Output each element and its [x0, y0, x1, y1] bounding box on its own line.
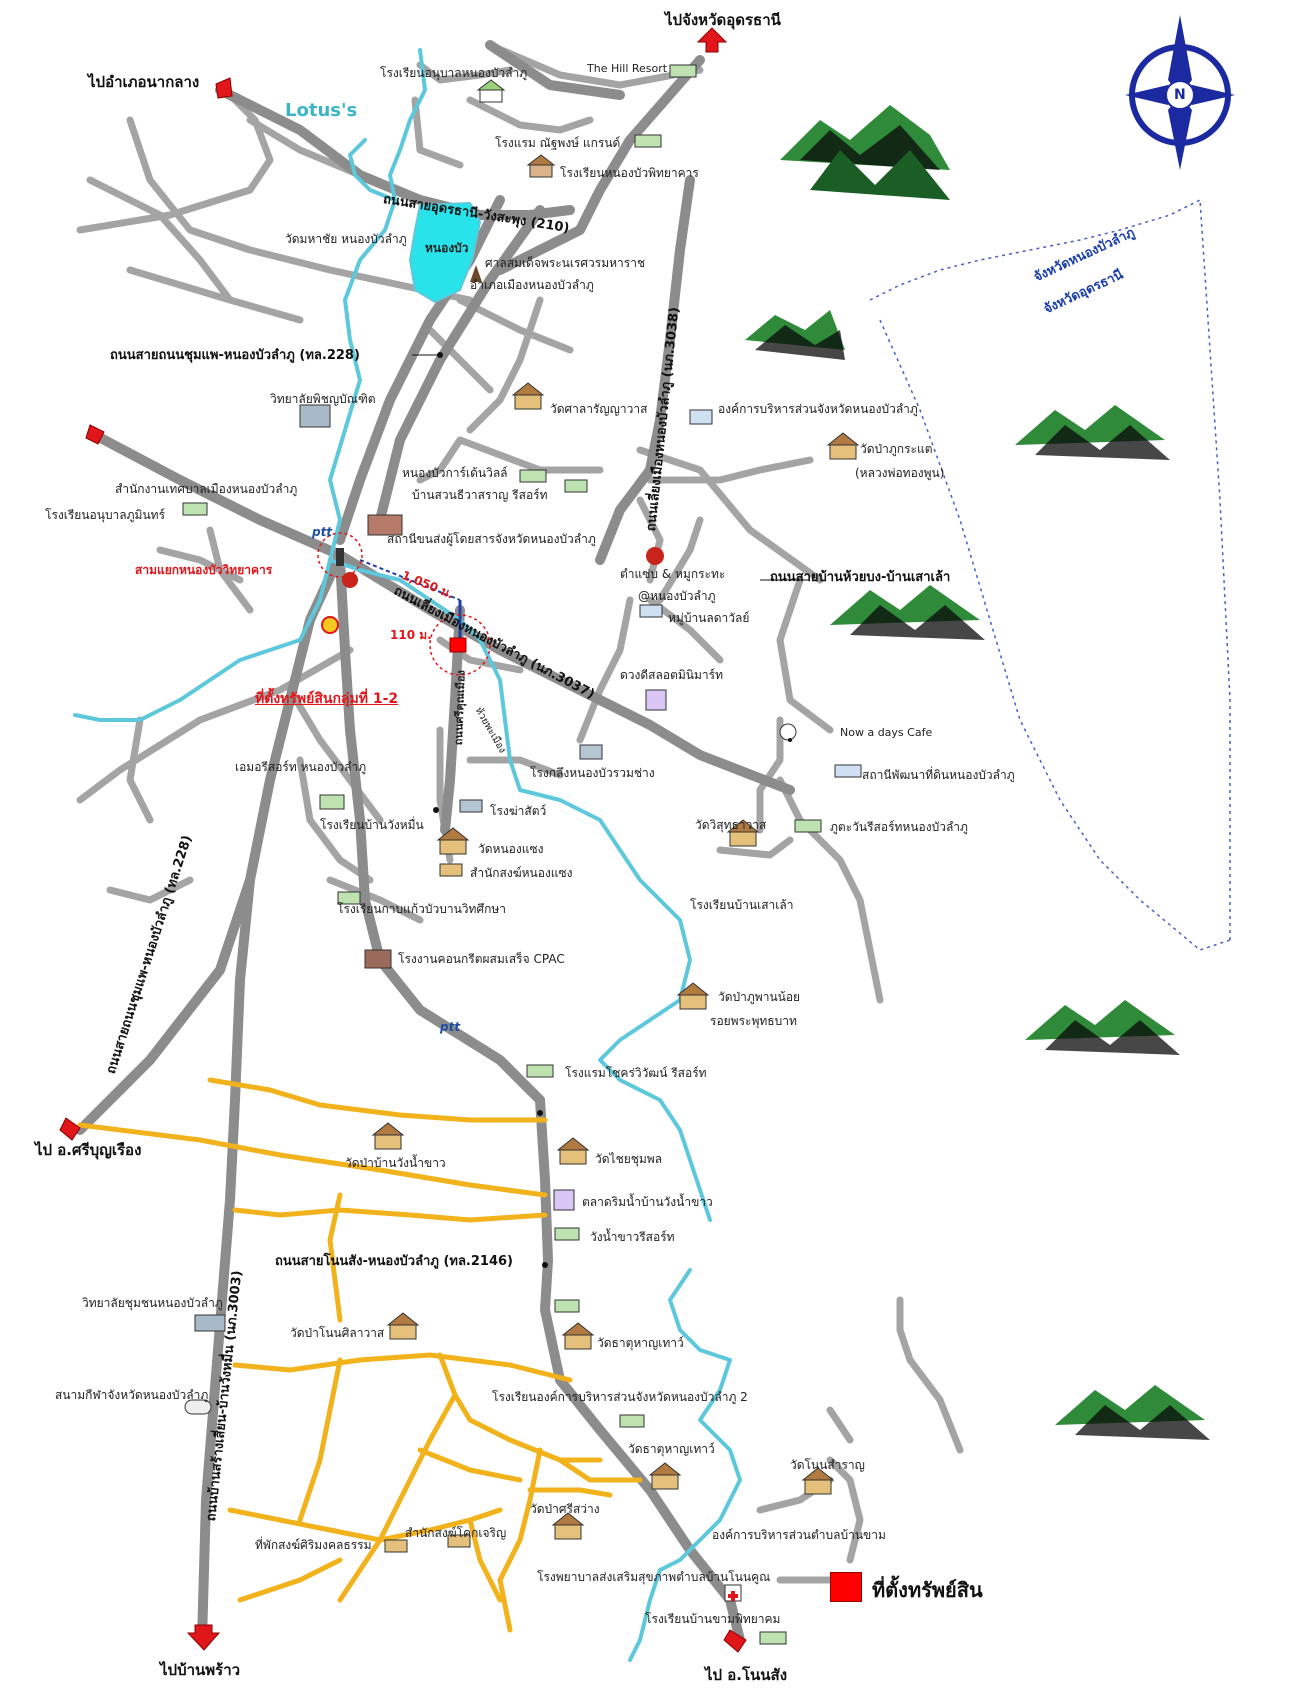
label-school-kapkaew: โรงเรียนกาบแก้วบัวบานวิทศึกษา — [337, 902, 506, 916]
label-monk-khokcharoen: สำนักสงฆ์โคกเจริญ — [405, 1526, 507, 1540]
label-community-college: วิทยาลัยชุมชนหนองบัวลำภู — [82, 1296, 223, 1310]
label-wat-chaichumphon: วัดไชยชุมพล — [595, 1152, 663, 1166]
label-chokwiwat: โรงแรมโชคร่วิวัฒน์ รีสอร์ท — [565, 1066, 707, 1080]
label-asset-group: ที่ตั้งทรัพย์สินกลุ่มที่ 1-2 — [255, 691, 399, 707]
label-wat-nonsilawas: วัดป่าโนนศิลาวาส — [290, 1326, 385, 1340]
legend-asset-swatch — [830, 1572, 862, 1602]
province-boundary — [869, 199, 1231, 951]
label-school-wittayakarn: โรงเรียนหนองบัวพิทยาคาร — [560, 166, 699, 180]
label-bus-terminal: สถานีขนส่งผู้โดยสารจังหวัดหนองบัวลำภู — [387, 532, 596, 546]
label-distance-110: 110 ม. — [390, 628, 432, 642]
label-junction: สามแยกหนองบัววิทยาคาร — [135, 563, 273, 577]
lotus-logo: Lotus's — [285, 100, 358, 121]
label-wat-thatu-1: วัดธาตุหาญเทาว์ — [597, 1336, 684, 1350]
destination-arrows — [59, 27, 747, 1653]
compass-n-label: N — [1174, 87, 1186, 103]
compass — [1125, 15, 1235, 170]
label-land-station: สถานีพัฒนาที่ดินหนองบัวลำภู — [862, 768, 1015, 782]
label-school-pao2: โรงเรียนองค์การบริหารส่วนจังหวัดหนองบัวล… — [492, 1390, 748, 1404]
rural-roads — [77, 1077, 643, 1633]
label-cpac: โรงงานคอนกรีตผสมเสร็จ CPAC — [398, 952, 565, 966]
label-garden-villa: หนองบัวการ์เด้นวิลล์ — [402, 466, 508, 480]
label-cafe: Now a days Cafe — [840, 726, 933, 739]
road-2146: ถนนสายโนนสัง-หนองบัวลำภู (ทล.2146) — [275, 1254, 513, 1269]
label-market: ตลาดริมน้ำบ้านวังน้ำขาว — [582, 1195, 713, 1209]
label-monk-srimong: ที่พักสงฆ์ศิริมงคลธรรม — [255, 1538, 372, 1552]
label-school-kinder2: โรงเรียนอนุบาลภูมินทร์ — [45, 508, 166, 522]
label-hill-resort: The Hill Resort — [587, 62, 668, 75]
label-wat-thatu-2: วัดธาตุหาญเทาว์ — [628, 1442, 715, 1456]
label-school-wangmuen: โรงเรียนบ้านวังหมื่น — [320, 818, 424, 832]
dest-south: ไปบ้านพร้าว — [160, 1661, 241, 1679]
label-wat-sisawang: วัดป่าศรีสว่าง — [530, 1502, 600, 1516]
label-tamsab-sub: @หนองบัวลำภู — [638, 589, 716, 603]
label-wat-visuttharam: วัดวิสุทธาวาส — [695, 818, 767, 832]
label-wangnam-resort: วังน้ำขาวรีสอร์ท — [590, 1230, 675, 1244]
label-wat-nongsaeng: วัดหนองแซง — [478, 842, 544, 856]
label-wat-phukradae-sub: (หลวงพ่อทองพูน) — [855, 466, 945, 480]
dest-southeast: ไป อ.โนนสัง — [705, 1666, 788, 1684]
road-huaibong: ถนนสายบ้านห้วยบง-บ้านเสาเล้า — [770, 570, 951, 585]
label-tamsab: ตำแซ่บ & หมูกระทะ — [620, 567, 726, 581]
label-wat-phuphannoi: วัดป่าภูพานน้อย — [718, 990, 801, 1004]
dest-southwest: ไป อ.ศรีบุญเรือง — [35, 1141, 142, 1159]
ptt-logo-1: ptt — [312, 525, 333, 539]
rivers — [73, 48, 742, 1662]
label-tao-banxam: องค์การบริหารส่วนตำบลบ้านขาม — [712, 1528, 886, 1542]
label-hospital: โรงพยาบาลส่งเสริมสุขภาพตำบลบ้านโนนคูณ — [537, 1570, 771, 1584]
label-pao: องค์การบริหารส่วนจังหวัดหนองบัวลำภู — [718, 402, 918, 416]
label-suan-resort: บ้านสวนธีวาสราญ รีสอร์ท — [412, 488, 548, 502]
road-228: ถนนสายถนนชุมแพ-หนองบัวลำภู (ทล.228) — [110, 348, 360, 363]
label-rice-mill: โรงกลึงหนองบัวรวมช่าง — [530, 766, 655, 780]
distance-1050-line — [359, 559, 461, 601]
junction-marker — [317, 532, 363, 578]
label-shrine: ศาลสมเด็จพระนเรศวรมหาราช — [485, 256, 646, 270]
label-wat-phukradae: วัดป่าภูกระแต — [860, 442, 933, 456]
label-emerald-resort: เอมอรีสอร์ท หนองบัวลำภู — [235, 760, 367, 774]
label-school-banxam: โรงเรียนบ้านขามพิทยาคม — [645, 1612, 781, 1626]
dest-north: ไปจังหวัดอุดรธานี — [665, 11, 781, 29]
label-phuta-resort: ภูตะวันรีสอร์ทหนองบัวลำภู — [830, 820, 968, 834]
label-monk-nongsaeng: สำนักสงฆ์หนองแซง — [470, 866, 573, 880]
road-sikhunmuang: ถนนศรีคุณเมือง — [452, 669, 468, 746]
label-nongbua-pond: หนองบัว — [425, 241, 469, 255]
label-wat-salarunyawat: วัดศาลารัญญาวาส — [550, 402, 648, 416]
label-wat-wangnamkhao: วัดป่าบ้านวังน้ำขาว — [345, 1156, 446, 1170]
label-village: หมู่บ้านลดาวัลย์ — [668, 611, 750, 625]
label-wat-phuphannoi-sub: รอยพระพุทธบาท — [710, 1014, 797, 1028]
label-kinder-school: โรงเรียนอนุบาลหนองบัวลำภู — [380, 66, 528, 80]
ptt-logo-2: ptt — [440, 1020, 461, 1034]
label-college-pichayabundit: วิทยาลัยพิชญบัณฑิต — [270, 392, 376, 406]
dest-northwest: ไปอำเภอนากลาง — [88, 73, 200, 91]
label-minimart: ดวงดีสลอตมินิมาร์ท — [620, 668, 723, 682]
legend-asset-label: ที่ตั้งทรัพย์สิน — [872, 1578, 983, 1602]
label-hotel: โรงแรม ณัฐพงษ์ แกรนด์ — [495, 136, 621, 150]
place-icons — [182, 64, 862, 1645]
asset-marker — [449, 637, 467, 653]
asset-circle — [429, 614, 491, 676]
label-municipal: สำนักงานเทศบาลเมืองหนองบัวลำภู — [115, 482, 298, 496]
label-stadium: สนามกีฬาจังหวัดหนองบัวลำภู — [55, 1388, 209, 1402]
nongbua-pond — [408, 201, 482, 304]
label-slaughter: โรงฆ่าสัตว์ — [490, 804, 547, 818]
label-shrine-district: อำเภอเมืองหนองบัวลำภู — [470, 278, 594, 292]
mountain-icons — [745, 105, 1210, 1440]
label-wat-nonsamran: วัดโนนสำราญ — [790, 1458, 865, 1472]
label-school-saolao: โรงเรียนบ้านเสาเล้า — [690, 898, 794, 912]
label-wat-mahachai: วัดมหาชัย หนองบัวลำภู — [285, 232, 407, 246]
